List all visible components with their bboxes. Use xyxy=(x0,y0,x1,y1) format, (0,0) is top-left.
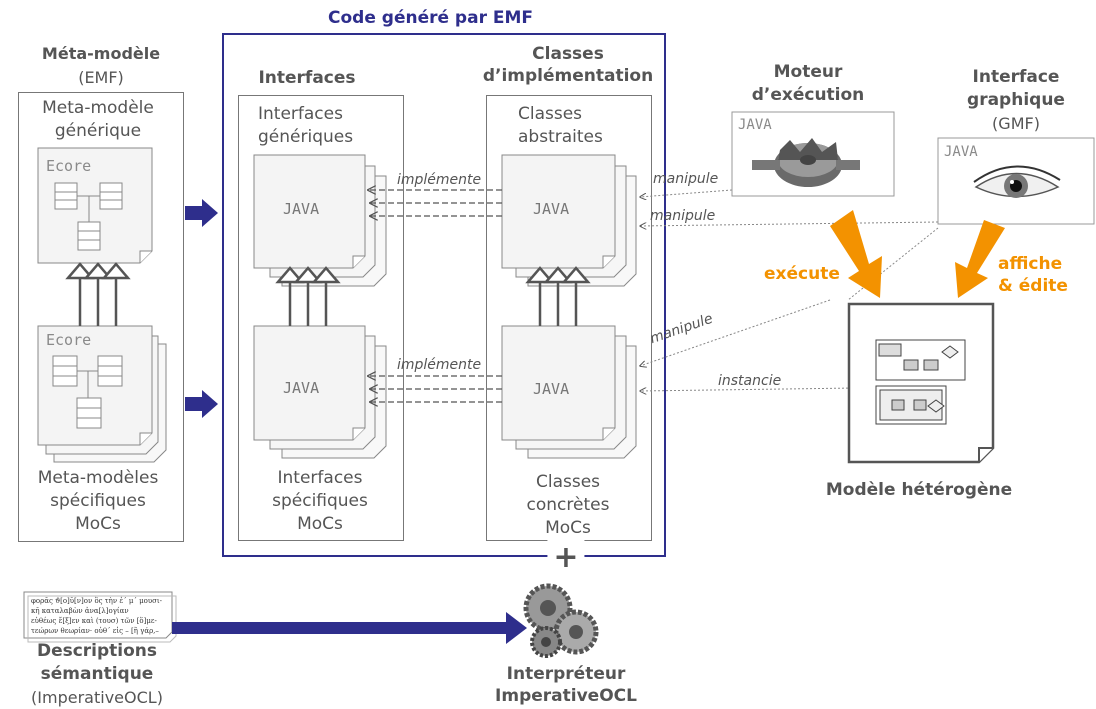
semantics-subtitle: (ImperativeOCL) xyxy=(31,688,163,707)
gui-box xyxy=(937,137,1095,225)
gear-rotor-icon xyxy=(752,138,860,187)
metamodel-specific-2: spécifiques xyxy=(50,491,146,511)
greek-line-4: τεώρων θεωρίαν· οὐθ΄ εἰς – [ἢ γάρ,– xyxy=(31,627,159,635)
implemente-label-bottom: implémente xyxy=(397,357,482,373)
ecore-generic-document xyxy=(37,147,153,264)
gui-title-1: Interface xyxy=(972,67,1060,87)
interfaces-generic-stack xyxy=(253,154,387,287)
ecore-specific-documents xyxy=(37,325,167,463)
interpreter-plus: + xyxy=(547,540,585,575)
engine-box xyxy=(731,111,895,197)
classes-java-bottom: JAVA xyxy=(533,380,570,398)
model-title: Modèle hétérogène xyxy=(825,480,1013,500)
gui-java-label: JAVA xyxy=(944,144,978,160)
interfaces-specific-1: Interfaces xyxy=(277,468,363,488)
metamodel-subtitle: (EMF) xyxy=(78,68,124,87)
interfaces-specific-stack xyxy=(253,325,387,459)
classes-abstract-stack xyxy=(501,154,637,287)
display-arrow xyxy=(955,220,1005,298)
interfaces-title: Interfaces xyxy=(258,68,356,88)
metamodel-title: Méta-modèle xyxy=(41,44,161,63)
engine-java-label: JAVA xyxy=(738,117,772,133)
emf-box-title: Code généré par EMF xyxy=(328,8,534,28)
eye-icon xyxy=(973,165,1061,198)
execute-label: exécute xyxy=(764,264,840,284)
classes-concrete-2: concrètes xyxy=(526,495,610,515)
gears-icon xyxy=(523,583,599,658)
heterogeneous-model-document xyxy=(847,302,995,464)
interfaces-generic-1: Interfaces xyxy=(258,104,343,124)
instancie-label: instancie xyxy=(718,373,782,389)
interfaces-inheritance xyxy=(275,266,341,326)
classes-abstract-1: Classes xyxy=(518,104,583,124)
metamodel-specific-3: MoCs xyxy=(75,514,121,534)
semantics-document xyxy=(23,591,177,643)
classes-java-top: JAVA xyxy=(533,200,570,218)
affiche-label-1: affiche xyxy=(998,254,1063,274)
metamodel-specific-1: Meta-modèles xyxy=(37,468,159,488)
classes-concrete-1: Classes xyxy=(535,472,601,492)
gui-title-2: graphique xyxy=(967,90,1065,110)
classes-title-1: Classes xyxy=(532,44,604,64)
semantics-title-1: Descriptions xyxy=(36,641,158,661)
classes-inheritance xyxy=(525,266,591,326)
emf-generated-code-box xyxy=(222,33,666,557)
engine-title-2: d’exécution xyxy=(751,85,865,105)
interfaces-java-top: JAVA xyxy=(283,200,320,218)
metamodel-generic-label-1: Meta-modèle xyxy=(42,98,154,118)
arrow-to-emf-top xyxy=(185,199,218,227)
classes-title-2: d’implémentation xyxy=(482,66,654,86)
interfaces-generic-2: génériques xyxy=(258,127,354,147)
interfaces-specific-2: spécifiques xyxy=(272,491,368,511)
ecore-bottom-label: Ecore xyxy=(46,331,92,349)
affiche-label-2: & édite xyxy=(998,276,1068,296)
greek-line-1: φορᾶς ϑ[ο]ῦ[ν]ον ὃς τὴν ἐ΄ μ΄ μουσι- xyxy=(31,597,163,605)
semantics-title-2: sémantique xyxy=(40,664,154,684)
execute-arrow xyxy=(830,210,882,298)
metamodel-inheritance xyxy=(65,262,131,326)
interfaces-specific-3: MoCs xyxy=(297,514,343,534)
implements-arrows xyxy=(368,190,502,402)
interpreter-title-1: Interpréteur xyxy=(506,664,626,684)
interpreter-title-2: ImperativeOCL xyxy=(495,686,637,706)
implemente-label-top: implémente xyxy=(397,172,482,188)
ecore-top-label: Ecore xyxy=(46,157,92,175)
arrow-to-interpreter xyxy=(172,612,527,644)
classes-abstract-2: abstraites xyxy=(518,127,603,147)
engine-title-1: Moteur xyxy=(773,62,843,82)
manipule-links xyxy=(640,189,939,391)
gui-subtitle: (GMF) xyxy=(992,114,1040,133)
greek-line-2: κῆ καταλαβὼν ἀνα[λ]ογίαν xyxy=(31,607,129,615)
classes-concrete-stack xyxy=(501,325,637,459)
metamodel-generic-label-2: générique xyxy=(54,121,142,141)
manipule-label-2: manipule xyxy=(650,208,716,224)
arrow-to-emf-bottom xyxy=(185,390,218,418)
classes-concrete-3: MoCs xyxy=(545,518,591,538)
interfaces-java-bottom: JAVA xyxy=(283,379,320,397)
greek-line-3: εὐθέως ἔ[ξ]εν καὶ (τουσ) τῶν [ὅ]με- xyxy=(31,617,157,625)
manipule-label-1: manipule xyxy=(653,171,719,187)
